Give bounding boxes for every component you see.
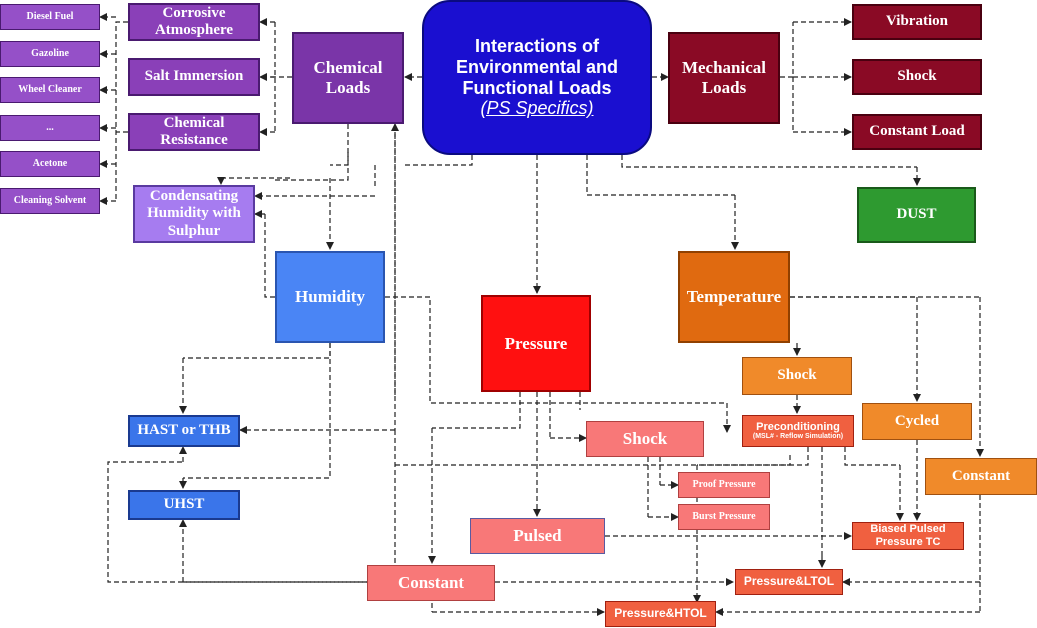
agent-diesel-fuel: Diesel Fuel bbox=[0, 4, 100, 30]
pressure-htol-node: Pressure&HTOL bbox=[605, 601, 716, 627]
preconditioning-note: (MSL# - Reflow Simulation) bbox=[752, 433, 844, 441]
temperature-shock-node: Shock bbox=[742, 357, 852, 395]
agent-wheel-cleaner: Wheel Cleaner bbox=[0, 77, 100, 103]
burst-pressure-node: Burst Pressure bbox=[678, 504, 770, 530]
vibration-node: Vibration bbox=[852, 4, 982, 40]
preconditioning-label: Preconditioning bbox=[756, 420, 840, 433]
pulsed-node: Pulsed bbox=[470, 518, 605, 554]
humidity-node: Humidity bbox=[275, 251, 385, 343]
condensating-humidity-node: Condensating Humidity with Sulphur bbox=[133, 185, 255, 243]
constant-load-node: Constant Load bbox=[852, 114, 982, 150]
corrosive-atmosphere-node: Corrosive Atmosphere bbox=[128, 3, 260, 41]
main-node: Interactions of Environmental and Functi… bbox=[422, 0, 652, 155]
salt-immersion-node: Salt Immersion bbox=[128, 58, 260, 96]
agent-acetone: Acetone bbox=[0, 151, 100, 177]
chemical-loads-node: Chemical Loads bbox=[292, 32, 404, 124]
hast-thb-node: HAST or THB bbox=[128, 415, 240, 447]
biased-pulsed-node: Biased Pulsed Pressure TC bbox=[852, 522, 964, 550]
temperature-node: Temperature bbox=[678, 251, 790, 343]
pressure-shock-node: Shock bbox=[586, 421, 704, 457]
temperature-constant-node: Constant bbox=[925, 458, 1037, 495]
proof-pressure-node: Proof Pressure bbox=[678, 472, 770, 498]
mechanical-shock-node: Shock bbox=[852, 59, 982, 95]
chemical-resistance-node: Chemical Resistance bbox=[128, 113, 260, 151]
pressure-ltol-node: Pressure&LTOL bbox=[735, 569, 843, 595]
preconditioning-node: Preconditioning (MSL# - Reflow Simulatio… bbox=[742, 415, 854, 447]
pressure-constant-node: Constant bbox=[367, 565, 495, 601]
agent-ellipsis: ... bbox=[0, 115, 100, 141]
mechanical-loads-node: Mechanical Loads bbox=[668, 32, 780, 124]
agent-gazoline: Gazoline bbox=[0, 41, 100, 67]
cycled-node: Cycled bbox=[862, 403, 972, 440]
main-title: Interactions of Environmental and Functi… bbox=[455, 36, 619, 98]
dust-node: DUST bbox=[857, 187, 976, 243]
main-subtitle: (PS Specifics) bbox=[480, 98, 594, 119]
pressure-node: Pressure bbox=[481, 295, 591, 392]
uhst-node: UHST bbox=[128, 490, 240, 520]
agent-cleaning-solvent: Cleaning Solvent bbox=[0, 188, 100, 214]
